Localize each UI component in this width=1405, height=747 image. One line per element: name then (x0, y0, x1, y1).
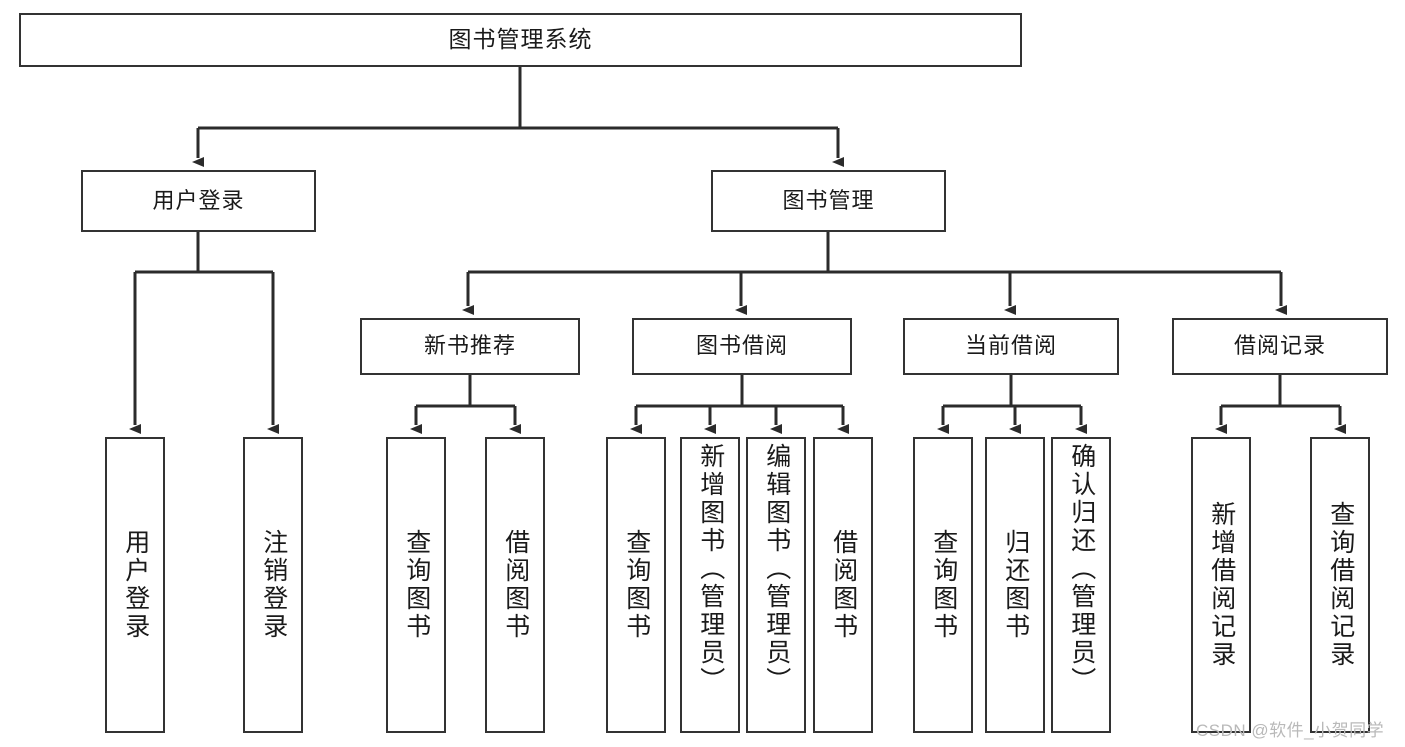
leaf-borrow-book-rec[interactable]: 借阅图书 (485, 437, 545, 733)
leaf-return-book[interactable]: 归还图书 (985, 437, 1045, 733)
leaf-borrow-book[interactable]: 借阅图书 (813, 437, 873, 733)
node-book-borrow[interactable]: 图书借阅 (632, 318, 852, 375)
leaf-add-borrow-record[interactable]: 新增借阅记录 (1191, 437, 1251, 733)
node-book-management[interactable]: 图书管理 (711, 170, 946, 232)
leaf-query-borrow-record[interactable]: 查询借阅记录 (1310, 437, 1370, 733)
leaf-edit-book-admin[interactable]: 编辑图书（管理员） (746, 437, 806, 733)
leaf-confirm-return-admin[interactable]: 确认归还（管理员） (1051, 437, 1111, 733)
csdn-watermark: CSDN @软件_小贺同学 (1196, 721, 1385, 740)
node-current-borrow[interactable]: 当前借阅 (903, 318, 1119, 375)
leaf-query-book-cur[interactable]: 查询图书 (913, 437, 973, 733)
leaf-add-book-admin[interactable]: 新增图书（管理员） (680, 437, 740, 733)
node-user-login[interactable]: 用户登录 (81, 170, 316, 232)
leaf-user-login[interactable]: 用户登录 (105, 437, 165, 733)
node-root-system[interactable]: 图书管理系统 (19, 13, 1022, 67)
leaf-logout-login[interactable]: 注销登录 (243, 437, 303, 733)
node-new-book-recommend[interactable]: 新书推荐 (360, 318, 580, 375)
leaf-query-book-rec[interactable]: 查询图书 (386, 437, 446, 733)
leaf-query-book-borrow[interactable]: 查询图书 (606, 437, 666, 733)
node-borrow-record[interactable]: 借阅记录 (1172, 318, 1388, 375)
